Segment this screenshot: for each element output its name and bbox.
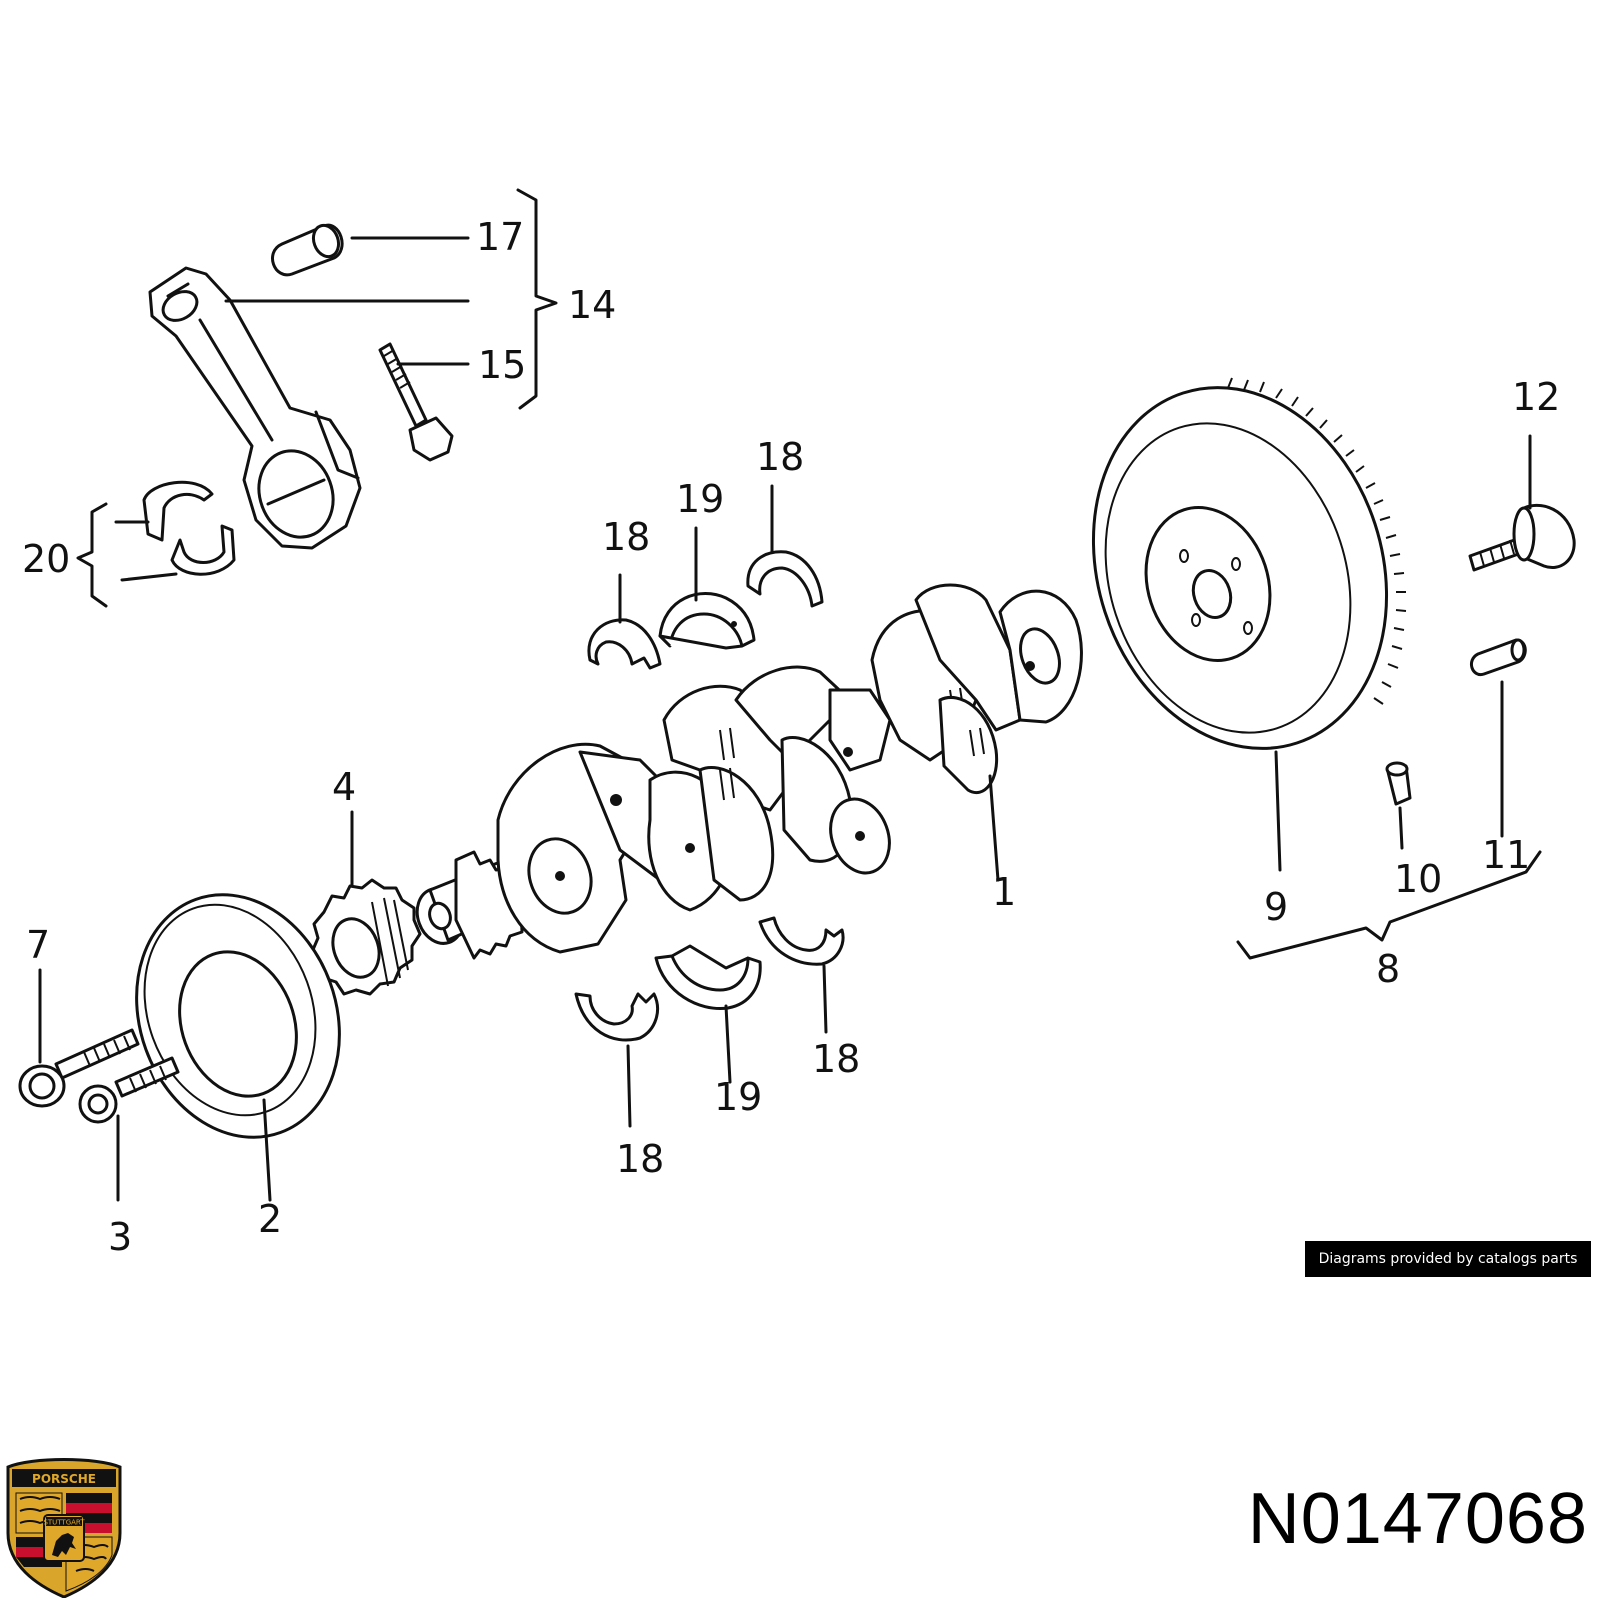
callout-18d: 18 — [616, 1137, 664, 1181]
lower-main-bearing-part-19 — [654, 944, 762, 1084]
pulley-bolt-part-7 — [18, 968, 140, 1108]
callout-18b: 18 — [756, 435, 804, 479]
callout-1: 1 — [992, 870, 1016, 914]
pulley-bolt-part-3 — [78, 1056, 180, 1202]
callout-7: 7 — [26, 923, 50, 967]
callout-20: 20 — [22, 537, 70, 581]
callout-14: 14 — [568, 283, 616, 327]
callout-15: 15 — [478, 343, 526, 387]
bracket-part-8 — [1236, 850, 1542, 960]
pulley-part-2 — [135, 893, 341, 1202]
crankshaft-part-1 — [415, 583, 1083, 960]
part-number: N0147068 — [1247, 1479, 1588, 1559]
piston-pin-part-17 — [271, 223, 470, 277]
diagram-credit: Diagrams provided by catalogs parts — [1305, 1241, 1591, 1277]
callout-11: 11 — [1482, 833, 1530, 877]
callout-19b: 19 — [714, 1075, 762, 1119]
flywheel-bolt-part-12 — [1468, 434, 1576, 572]
upper-thrust-washer-part-18-right — [746, 484, 824, 608]
lower-thrust-washer-part-18-right — [758, 916, 845, 1034]
connecting-rod-part-14 — [148, 266, 470, 550]
lower-thrust-washer-part-18-left — [574, 992, 659, 1128]
rod-bolt-part-15 — [378, 342, 470, 462]
svg-text:PORSCHE: PORSCHE — [32, 1472, 96, 1486]
upper-main-bearing-part-19 — [658, 526, 756, 650]
porsche-crest-icon: PORSCHE STUTTGART — [6, 1458, 122, 1598]
callout-19a: 19 — [676, 477, 724, 521]
callout-4: 4 — [332, 765, 356, 809]
svg-text:STUTTGART: STUTTGART — [43, 1519, 85, 1527]
rod-bearing-shells-part-20 — [76, 480, 236, 608]
upper-thrust-washer-part-18-left — [587, 573, 662, 670]
dowel-pin-part-11 — [1469, 638, 1527, 838]
callout-12: 12 — [1512, 375, 1560, 419]
crank-sprocket-part-4 — [310, 810, 422, 996]
bracket-part-14 — [516, 188, 558, 410]
flywheel-part-9 — [1091, 377, 1407, 872]
callout-18a: 18 — [602, 515, 650, 559]
callout-9: 9 — [1264, 885, 1288, 929]
callout-18c: 18 — [812, 1037, 860, 1081]
callout-2: 2 — [258, 1197, 282, 1241]
bushing-part-10 — [1385, 761, 1412, 850]
callout-3: 3 — [108, 1215, 132, 1259]
callout-10: 10 — [1394, 857, 1442, 901]
callout-8: 8 — [1376, 947, 1400, 991]
callout-labels: 1 2 3 4 7 8 9 10 11 12 14 15 17 18 18 18… — [22, 215, 1560, 1259]
callout-17: 17 — [476, 215, 524, 259]
